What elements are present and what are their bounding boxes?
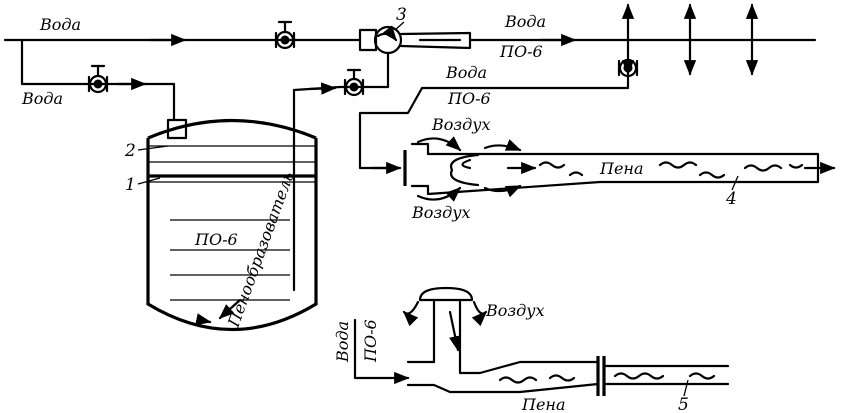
vertical-pipes (621, 3, 759, 76)
left-branch-valve-icon (87, 64, 109, 94)
line-to-generator-4 (358, 74, 630, 175)
callout-3: 3 (396, 5, 407, 25)
callout-5: 5 (678, 395, 689, 413)
mixer-3-icon (358, 25, 472, 55)
foam-label-4: Пена (599, 159, 644, 178)
foam-agent-valve-icon (343, 68, 365, 97)
air-label-bottom: Воздух (411, 203, 471, 222)
water-label-main: Вода (39, 15, 81, 34)
po6-label-tank: ПО-6 (194, 230, 238, 249)
callout-4: 4 (725, 189, 737, 209)
callout-2: 2 (124, 141, 136, 161)
air-label-top: Воздух (431, 115, 491, 134)
branch-valve-icon (617, 58, 639, 78)
water-label-left: Вода (21, 89, 63, 108)
foam-agent-line (292, 51, 390, 292)
po6-label-top: ПО-6 (499, 42, 543, 61)
tank-icon (146, 118, 318, 332)
foam-label-5: Пена (521, 395, 566, 413)
air-label-5: Воздух (485, 301, 545, 320)
water-label-5: Вода (333, 321, 352, 363)
foam-generator-4-icon (403, 136, 836, 202)
callout-1: 1 (125, 175, 136, 195)
foam-generator-5-icon (353, 286, 730, 396)
water-label-top: Вода (504, 12, 546, 31)
main-line-valve-icon (274, 20, 296, 50)
water-label-branch: Вода (445, 63, 487, 82)
po6-label-branch: ПО-6 (447, 89, 491, 108)
po6-label-5: ПО-6 (361, 319, 380, 363)
callout-leaders (137, 21, 739, 397)
